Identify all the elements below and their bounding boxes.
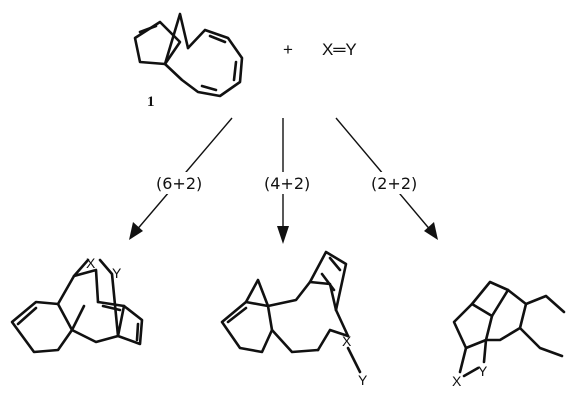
product-2-2-x-atom: X [452,373,462,389]
product-2-2-y-atom: Y [478,363,488,379]
reagent-formula: X═Y [322,40,357,59]
pathway-label-6-2: (6+2) [156,174,202,193]
compound-number: 1 [147,94,155,110]
product-6-2-x-atom: X [86,255,96,271]
pathway-label-4-2: (4+2) [264,174,310,193]
plus-sign: + [283,40,293,59]
product-4-2-y-atom: Y [358,372,368,388]
pathway-label-2-2: (2+2) [371,174,417,193]
product-4-2: X Y [220,250,368,388]
product-6-2-y-atom: Y [112,265,122,281]
reactant-molecule: 1 [133,12,244,110]
product-2-2: X Y [452,280,566,389]
product-6-2: X Y [10,255,144,354]
product-4-2-x-atom: X [342,333,352,349]
